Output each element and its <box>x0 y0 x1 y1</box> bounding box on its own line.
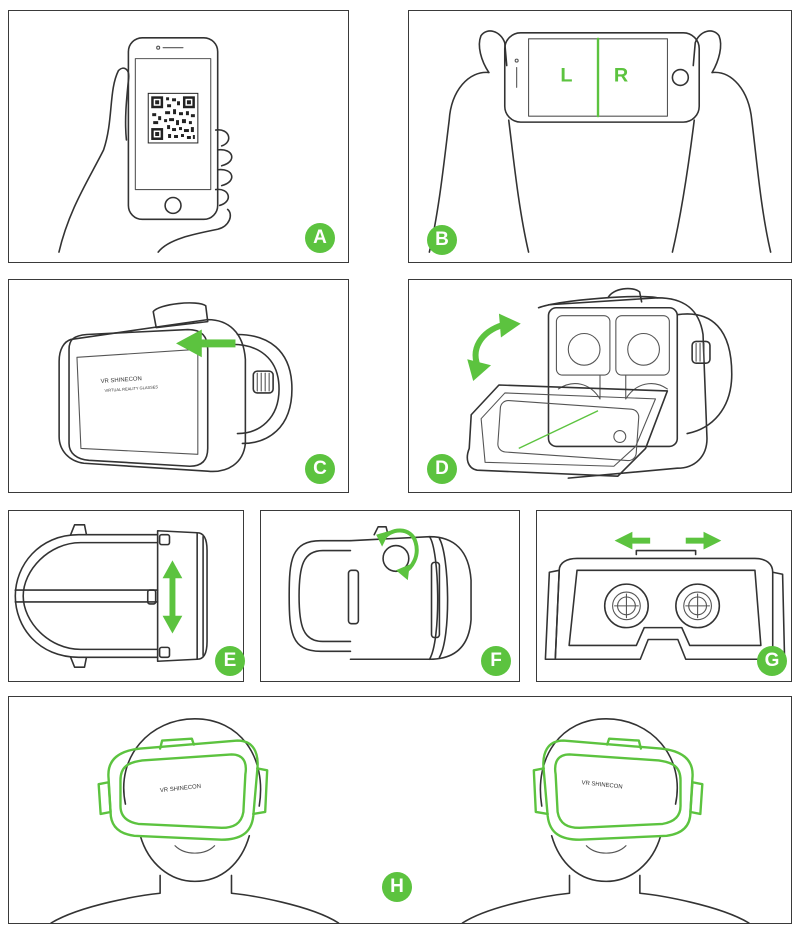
scan-qr-illustration <box>58 36 233 253</box>
step-g-badge: G <box>757 646 787 676</box>
open-cover-illustration: VR SHINECON VIRTUAL REALITY GLASSES <box>58 302 293 473</box>
up-down-arrow-icon <box>162 560 183 634</box>
left-right-arrows-icon <box>614 531 722 550</box>
brand-logo-left: VR SHINECON <box>160 784 202 794</box>
brand-logo: VR SHINECON <box>100 376 142 385</box>
step-c-badge: C <box>305 454 335 484</box>
step-a-panel: A <box>8 10 349 263</box>
brand-logo-right: VR SHINECON <box>581 780 623 790</box>
left-eye-label: L <box>560 64 572 86</box>
left-person-illustration: VR SHINECON <box>50 718 340 923</box>
step-h-badge: H <box>382 872 412 902</box>
rotate-arrow-icon <box>467 313 521 382</box>
step-e-badge: E <box>215 646 245 676</box>
right-eye-label: R <box>614 64 628 86</box>
step-e-panel: E <box>8 510 245 682</box>
slide-left-arrow-icon <box>176 329 236 358</box>
step-d-badge: D <box>427 454 457 484</box>
step-b-panel: L R B <box>408 10 792 263</box>
step-a-badge: A <box>305 223 335 253</box>
step-h-panel: VR SHINECON VR SHINECON H <box>8 696 792 924</box>
lens-distance-illustration <box>544 531 786 661</box>
focus-dial-illustration <box>288 526 472 661</box>
qr-code-icon <box>147 92 199 144</box>
brand-subtitle: VIRTUAL REALITY GLASSES <box>104 384 158 393</box>
wear-headset-illustration: VR SHINECON VR SHINECON <box>50 718 750 923</box>
step-b-badge: B <box>427 225 457 255</box>
right-person-illustration: VR SHINECON <box>461 718 750 923</box>
rotate-dial-arrow-icon <box>376 528 419 581</box>
insert-phone-illustration <box>466 287 733 479</box>
step-g-panel: G <box>536 510 792 682</box>
step-c-panel: VR SHINECON VIRTUAL REALITY GLASSES C <box>8 279 349 493</box>
phone-split-screen-illustration: L R <box>428 30 772 253</box>
step-d-panel: D <box>408 279 792 493</box>
step-f-panel: F <box>260 510 520 682</box>
step-f-badge: F <box>481 646 511 676</box>
vertical-adjust-illustration <box>14 524 208 668</box>
